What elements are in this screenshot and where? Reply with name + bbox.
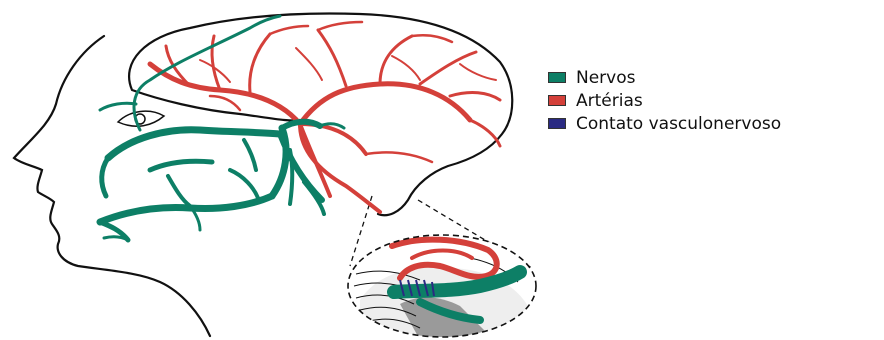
legend-swatch-nerves — [548, 72, 566, 83]
legend-item-arteries: Artérias — [548, 89, 781, 112]
brain-outline — [129, 14, 512, 216]
eye-icon — [118, 111, 164, 126]
legend-label-contact: Contato vasculonervoso — [576, 114, 781, 134]
zoom-inset — [348, 235, 536, 340]
legend-item-nerves: Nervos — [548, 66, 781, 89]
legend-label-nerves: Nervos — [576, 68, 635, 88]
nerves — [100, 16, 344, 240]
legend-item-contact: Contato vasculonervoso — [548, 112, 781, 135]
legend-swatch-arteries — [548, 95, 566, 106]
legend-label-arteries: Artérias — [576, 91, 643, 111]
legend-swatch-contact — [548, 118, 566, 129]
legend: Nervos Artérias Contato vasculonervoso — [548, 66, 781, 135]
